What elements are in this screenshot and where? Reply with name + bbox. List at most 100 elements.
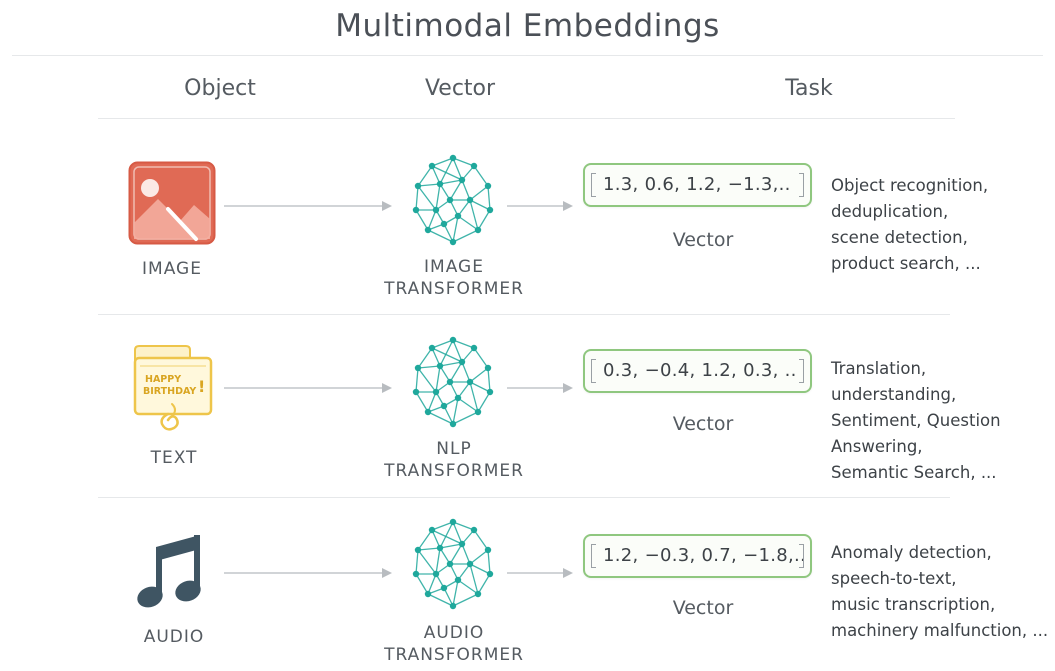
network-edge xyxy=(417,183,441,187)
network-node xyxy=(449,420,457,428)
vector-caption-audio: Vector xyxy=(672,597,734,619)
network-edge xyxy=(477,391,491,413)
vector-values: 0.3, −0.4, 1.2, 0.3, .. xyxy=(603,360,797,381)
network-edge xyxy=(431,165,441,185)
network-edge xyxy=(435,547,441,575)
transformer-line-2: TRANSFORMER xyxy=(384,279,524,299)
vector-box-text: 0.3, −0.4, 1.2, 0.3, .. xyxy=(583,349,812,393)
network-edge xyxy=(449,361,463,383)
network-edge xyxy=(431,347,441,367)
network-edge xyxy=(417,547,441,551)
arrow-transformer-to-vector-audio xyxy=(507,568,573,578)
task-item: deduplication, xyxy=(831,202,949,221)
network-node xyxy=(428,344,436,352)
network-node xyxy=(412,206,420,214)
network-edge xyxy=(452,397,459,425)
transformer-label-nlp: NLP TRANSFORMER xyxy=(370,438,538,482)
network-node xyxy=(412,388,420,396)
network-node xyxy=(449,238,457,246)
task-item: music transcription, xyxy=(831,595,996,614)
column-header-task: Task xyxy=(785,76,833,101)
network-node xyxy=(449,518,457,526)
network-node xyxy=(466,196,474,204)
arrow-text-to-transformer xyxy=(224,383,392,393)
network-node xyxy=(446,378,454,386)
network-edge xyxy=(469,381,491,393)
network-node xyxy=(424,590,432,598)
task-item: Object recognition, xyxy=(831,176,989,195)
network-edge xyxy=(473,347,489,369)
network-icon xyxy=(412,518,494,610)
network-node xyxy=(484,364,492,372)
network-edge xyxy=(427,411,454,425)
task-list-text: Translation, understanding, Sentiment, Q… xyxy=(831,356,1055,486)
network-node xyxy=(454,394,462,402)
network-edge xyxy=(469,185,489,201)
network-edge xyxy=(452,521,475,531)
column-header-vector: Vector xyxy=(424,76,496,101)
vector-box-audio: 1.2, −0.3, 0.7, −1.8,.. xyxy=(583,534,812,578)
bracket-right xyxy=(799,544,804,568)
page-title: Multimodal Embeddings xyxy=(335,8,720,44)
network-edge xyxy=(439,543,463,549)
network-edge xyxy=(439,179,463,185)
vector-values: 1.3, 0.6, 1.2, −1.3,.. xyxy=(603,174,791,195)
network-node xyxy=(449,602,457,610)
transformer-label-audio: AUDIO TRANSFORMER xyxy=(370,622,538,666)
network-edge xyxy=(449,543,463,565)
network-node xyxy=(484,182,492,190)
task-list-audio: Anomaly detection, speech-to-text, music… xyxy=(831,540,1055,644)
object-label-audio: AUDIO xyxy=(143,627,205,647)
network-edge xyxy=(452,215,459,243)
task-item: speech-to-text, xyxy=(831,569,957,588)
vector-caption-image: Vector xyxy=(672,229,734,251)
transformer-line-2: TRANSFORMER xyxy=(384,645,524,665)
arrow-transformer-to-vector-image xyxy=(507,201,573,211)
network-edge xyxy=(417,529,433,551)
network-node xyxy=(446,560,454,568)
network-edge xyxy=(477,573,491,595)
network-edge xyxy=(443,223,454,243)
bracket-right xyxy=(799,359,804,383)
network-node xyxy=(432,388,440,396)
task-item: Semantic Search, ... xyxy=(831,463,997,482)
network-edge xyxy=(443,587,454,607)
network-edge xyxy=(415,391,429,413)
network-edge xyxy=(431,157,454,167)
network-node xyxy=(414,546,422,554)
network-node xyxy=(436,544,444,552)
network-edge xyxy=(469,563,491,575)
network-edge xyxy=(473,165,489,187)
network-edge xyxy=(427,229,454,243)
network-edge xyxy=(427,209,437,231)
bracket-left xyxy=(591,173,596,197)
network-edge xyxy=(431,165,463,181)
network-edge xyxy=(431,529,463,545)
network-edge xyxy=(487,549,491,575)
network-node xyxy=(458,176,466,184)
network-edge xyxy=(452,339,463,363)
network-node xyxy=(449,336,457,344)
object-label-image: IMAGE xyxy=(142,259,202,279)
network-node xyxy=(458,358,466,366)
network-node xyxy=(436,180,444,188)
network-icon xyxy=(412,336,494,428)
network-edge xyxy=(452,593,479,607)
network-edge xyxy=(469,549,489,565)
task-item: understanding, xyxy=(831,385,957,404)
network-node xyxy=(470,162,478,170)
network-node xyxy=(470,344,478,352)
network-node xyxy=(474,226,482,234)
network-edge xyxy=(415,367,419,393)
header-divider xyxy=(98,118,955,119)
card-text-exclaim: ! xyxy=(198,377,205,396)
network-edge xyxy=(487,185,491,211)
network-edge xyxy=(417,549,437,575)
network-edge xyxy=(469,381,479,413)
network-edge xyxy=(452,157,463,181)
network-edge xyxy=(431,347,463,363)
network-edge xyxy=(457,397,479,413)
network-edge xyxy=(452,229,479,243)
network-edge xyxy=(452,339,475,349)
image-icon xyxy=(128,161,216,245)
